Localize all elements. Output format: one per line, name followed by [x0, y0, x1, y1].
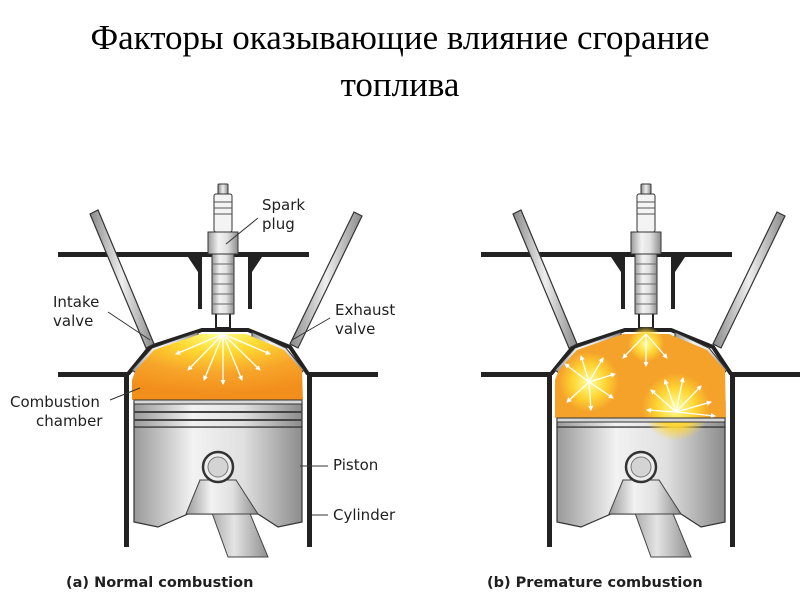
engine-normal	[56, 182, 380, 559]
label-spark-plug: Spark plug	[225, 196, 305, 245]
slide-title: Факторы оказывающие влияние сгорание топ…	[0, 14, 800, 108]
svg-text:Cylinder: Cylinder	[333, 506, 396, 524]
title-line-1: Факторы оказывающие влияние сгорание	[90, 18, 710, 57]
caption-premature: (b) Premature combustion	[487, 575, 703, 591]
svg-text:valve: valve	[335, 320, 375, 338]
svg-text:Exhaust: Exhaust	[335, 301, 395, 319]
svg-text:valve: valve	[53, 312, 93, 330]
svg-text:Intake: Intake	[53, 293, 99, 311]
engine-premature	[479, 182, 800, 559]
svg-text:plug: plug	[262, 215, 295, 233]
title-line-2: топлива	[340, 65, 460, 104]
svg-text:chamber: chamber	[36, 412, 103, 430]
label-exhaust-valve: Exhaust valve	[291, 301, 395, 341]
svg-text:Spark: Spark	[262, 196, 305, 214]
svg-text:Piston: Piston	[333, 456, 378, 474]
label-intake-valve: Intake valve	[53, 293, 151, 341]
label-piston: Piston	[300, 456, 378, 474]
svg-text:Combustion: Combustion	[10, 393, 100, 411]
flame-arrows-normal	[175, 333, 271, 386]
label-cylinder: Cylinder	[312, 506, 396, 524]
flame-arrows-premature	[564, 333, 717, 419]
label-combustion-chamber: Combustion chamber	[10, 387, 141, 430]
caption-normal: (a) Normal combustion	[66, 575, 253, 591]
